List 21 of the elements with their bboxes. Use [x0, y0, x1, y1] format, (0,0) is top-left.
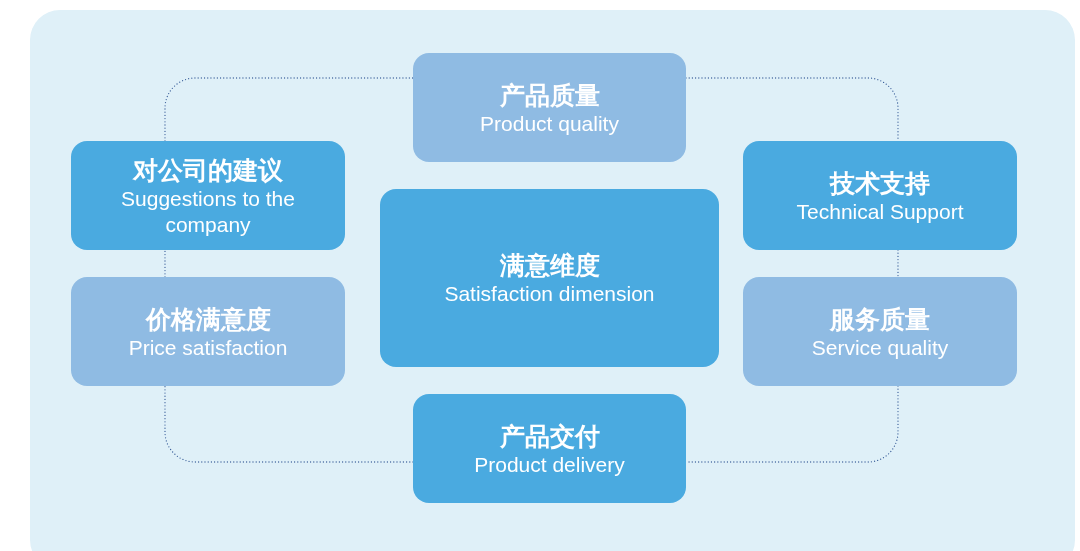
box-title: 服务质量 [830, 303, 930, 335]
box-subtitle: Technical Support [796, 198, 964, 225]
topic-box [743, 277, 1017, 386]
topic-box [71, 141, 345, 250]
topic-box [71, 277, 345, 386]
box-subtitle: Price satisfaction [128, 334, 288, 361]
box-subtitle: Satisfaction dimension [444, 281, 655, 307]
box-subtitle: Product quality [480, 110, 619, 137]
box-title: 价格满意度 [145, 303, 271, 335]
box-subtitle: Service quality [811, 334, 949, 361]
topic-box [743, 141, 1017, 250]
box-title: 产品交付 [499, 420, 600, 452]
topic-box [380, 189, 719, 367]
box-title: 技术支持 [830, 167, 930, 199]
box-title: 产品质量 [499, 79, 600, 111]
box-title: 对公司的建议 [133, 154, 283, 186]
topic-box [413, 53, 686, 162]
box-title: 满意维度 [499, 250, 600, 281]
box-subtitle: Suggestions to the company [120, 185, 296, 238]
topic-box [413, 394, 686, 503]
box-subtitle: Product delivery [474, 451, 625, 478]
